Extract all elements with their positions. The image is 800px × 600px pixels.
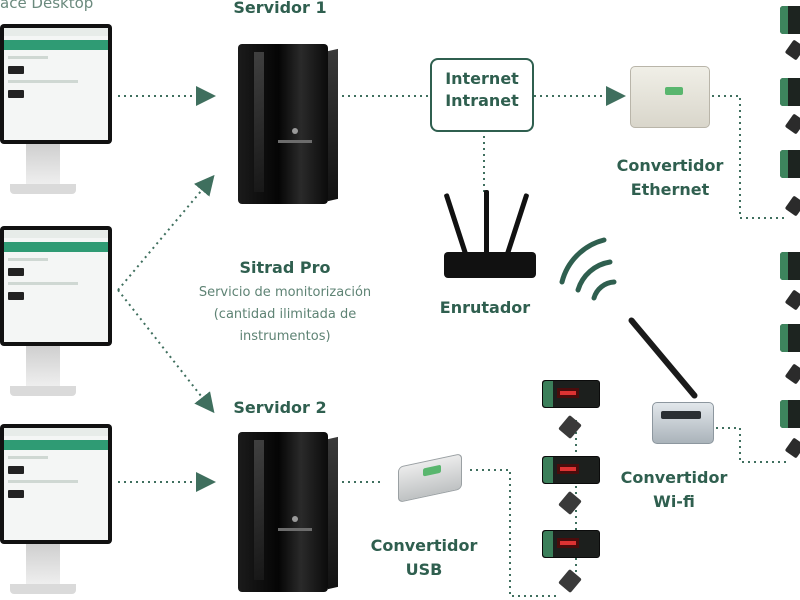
instrument-controller	[780, 252, 800, 280]
server2-tower-icon	[238, 432, 338, 592]
instrument-controller	[542, 456, 600, 484]
desktop-monitor-2	[0, 226, 125, 401]
wifi-signal-icon	[559, 237, 617, 301]
server1-title: Servidor 1	[233, 0, 327, 17]
instrument-controller	[542, 380, 600, 408]
network-line1: Internet	[445, 69, 519, 88]
sitrad-line1: Servicio de monitorización	[198, 285, 372, 300]
instrument-controller	[780, 400, 800, 428]
instrument-controller	[780, 150, 800, 178]
wifi-converter-line2: Wi-fi	[653, 492, 695, 511]
desktop-screen	[4, 230, 108, 342]
usb-converter-line1: Convertidor	[370, 536, 478, 555]
instrument-controller	[542, 530, 600, 558]
wifi-converter-line1: Convertidor	[620, 468, 728, 487]
link-usb-instruments	[470, 469, 560, 597]
instrument-controller	[780, 324, 800, 352]
link-desktop2-server1	[117, 174, 215, 291]
ethernet-converter-icon	[630, 66, 710, 128]
server2-title: Servidor 2	[233, 398, 327, 417]
network-line2: Intranet	[445, 91, 519, 110]
sitrad-line3: instrumentos)	[239, 329, 331, 344]
sitrad-line2: (cantidad ilimitada de	[213, 307, 357, 322]
link-wifi-instruments	[710, 427, 786, 463]
instrument-controller	[780, 6, 800, 34]
server1-tower-icon	[238, 44, 338, 204]
link-desktop2-server2	[117, 289, 215, 414]
link-ethernet-instruments	[712, 95, 786, 219]
desktop-screen	[4, 28, 108, 140]
ethernet-converter-line1: Convertidor	[616, 156, 724, 175]
ethernet-converter-line2: Ethernet	[630, 180, 710, 199]
wifi-converter-icon	[652, 402, 714, 444]
router-label: Enrutador	[439, 298, 531, 317]
usb-converter-line2: USB	[405, 560, 443, 579]
desktop-monitor-1	[0, 24, 125, 199]
router-icon	[440, 190, 540, 280]
top-left-caption: ace Desktop	[0, 0, 94, 12]
network-box: Internet Intranet	[430, 58, 534, 132]
desktop-screen	[4, 428, 108, 540]
desktop-monitor-3	[0, 424, 125, 599]
sitrad-title: Sitrad Pro	[239, 258, 331, 277]
instrument-controller	[780, 78, 800, 106]
